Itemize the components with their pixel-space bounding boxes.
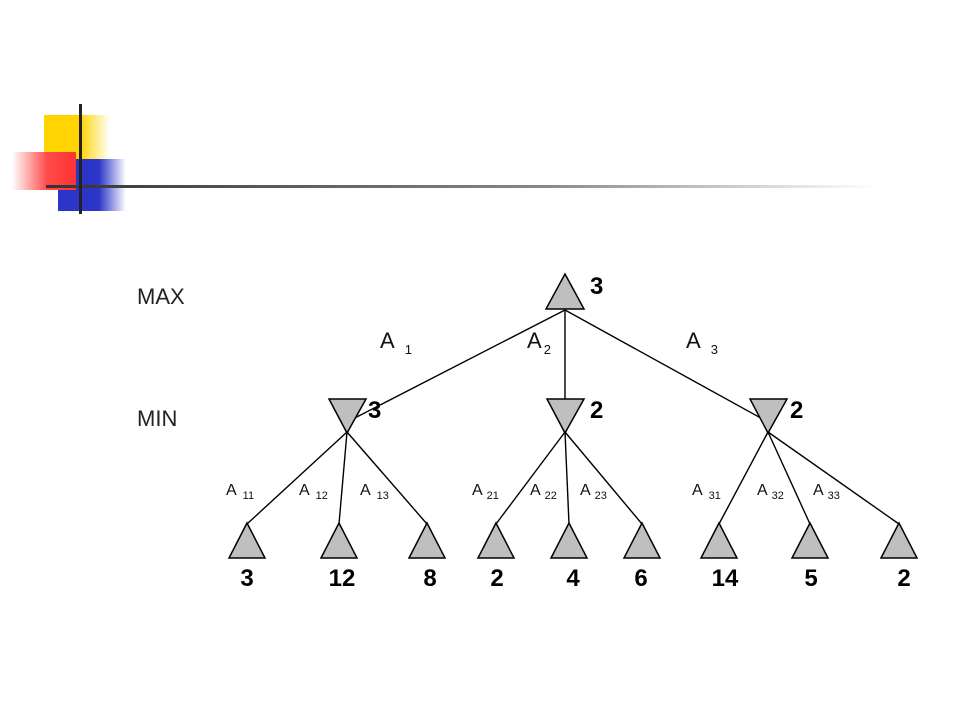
edge-a11	[246, 431, 348, 525]
leaf-value-7: 14	[712, 565, 739, 592]
leaf-node-4	[476, 521, 516, 559]
edge-a13	[346, 431, 428, 525]
min-node-1	[327, 398, 368, 435]
max-row-label: MAX	[137, 284, 185, 309]
edge-a21	[495, 431, 566, 525]
vertical-rule	[79, 104, 82, 214]
edge-a33	[767, 431, 900, 525]
min-node-3-value: 2	[790, 397, 803, 424]
min-node-1-value: 3	[368, 397, 381, 424]
leaf-value-3: 8	[423, 565, 436, 592]
min-node-2-value: 2	[590, 397, 603, 424]
leaf-value-9: 2	[897, 565, 910, 592]
leaf-node-1	[227, 521, 267, 559]
leaf-value-1: 3	[240, 565, 253, 592]
root-max-node	[544, 272, 586, 310]
horizontal-rule	[46, 185, 876, 188]
leaf-node-2	[319, 521, 359, 559]
edge-a31	[718, 431, 769, 525]
red-square	[12, 152, 76, 190]
leaf-value-5: 4	[566, 565, 580, 592]
root-value: 3	[590, 273, 603, 300]
min-row-label: MIN	[137, 406, 177, 431]
leaf-node-8	[790, 521, 830, 559]
edge-a12	[338, 431, 348, 525]
min-node-3	[748, 398, 789, 435]
slide-header-decoration	[12, 104, 876, 214]
edge-a3	[564, 309, 769, 423]
leaf-value-8: 5	[804, 565, 817, 592]
leaf-node-6	[622, 521, 662, 559]
leaf-value-4: 2	[490, 565, 503, 592]
leaf-node-5	[549, 521, 589, 559]
leaf-node-9	[879, 521, 919, 559]
leaf-node-7	[699, 521, 739, 559]
leaf-node-3	[407, 521, 447, 559]
edge-a22	[564, 431, 570, 525]
edge-a1	[346, 309, 566, 423]
leaf-value-2: 12	[329, 565, 356, 592]
edge-a32	[767, 431, 811, 525]
leaf-value-6: 6	[634, 565, 647, 592]
min-node-2	[545, 398, 586, 435]
edge-a23	[564, 431, 643, 525]
